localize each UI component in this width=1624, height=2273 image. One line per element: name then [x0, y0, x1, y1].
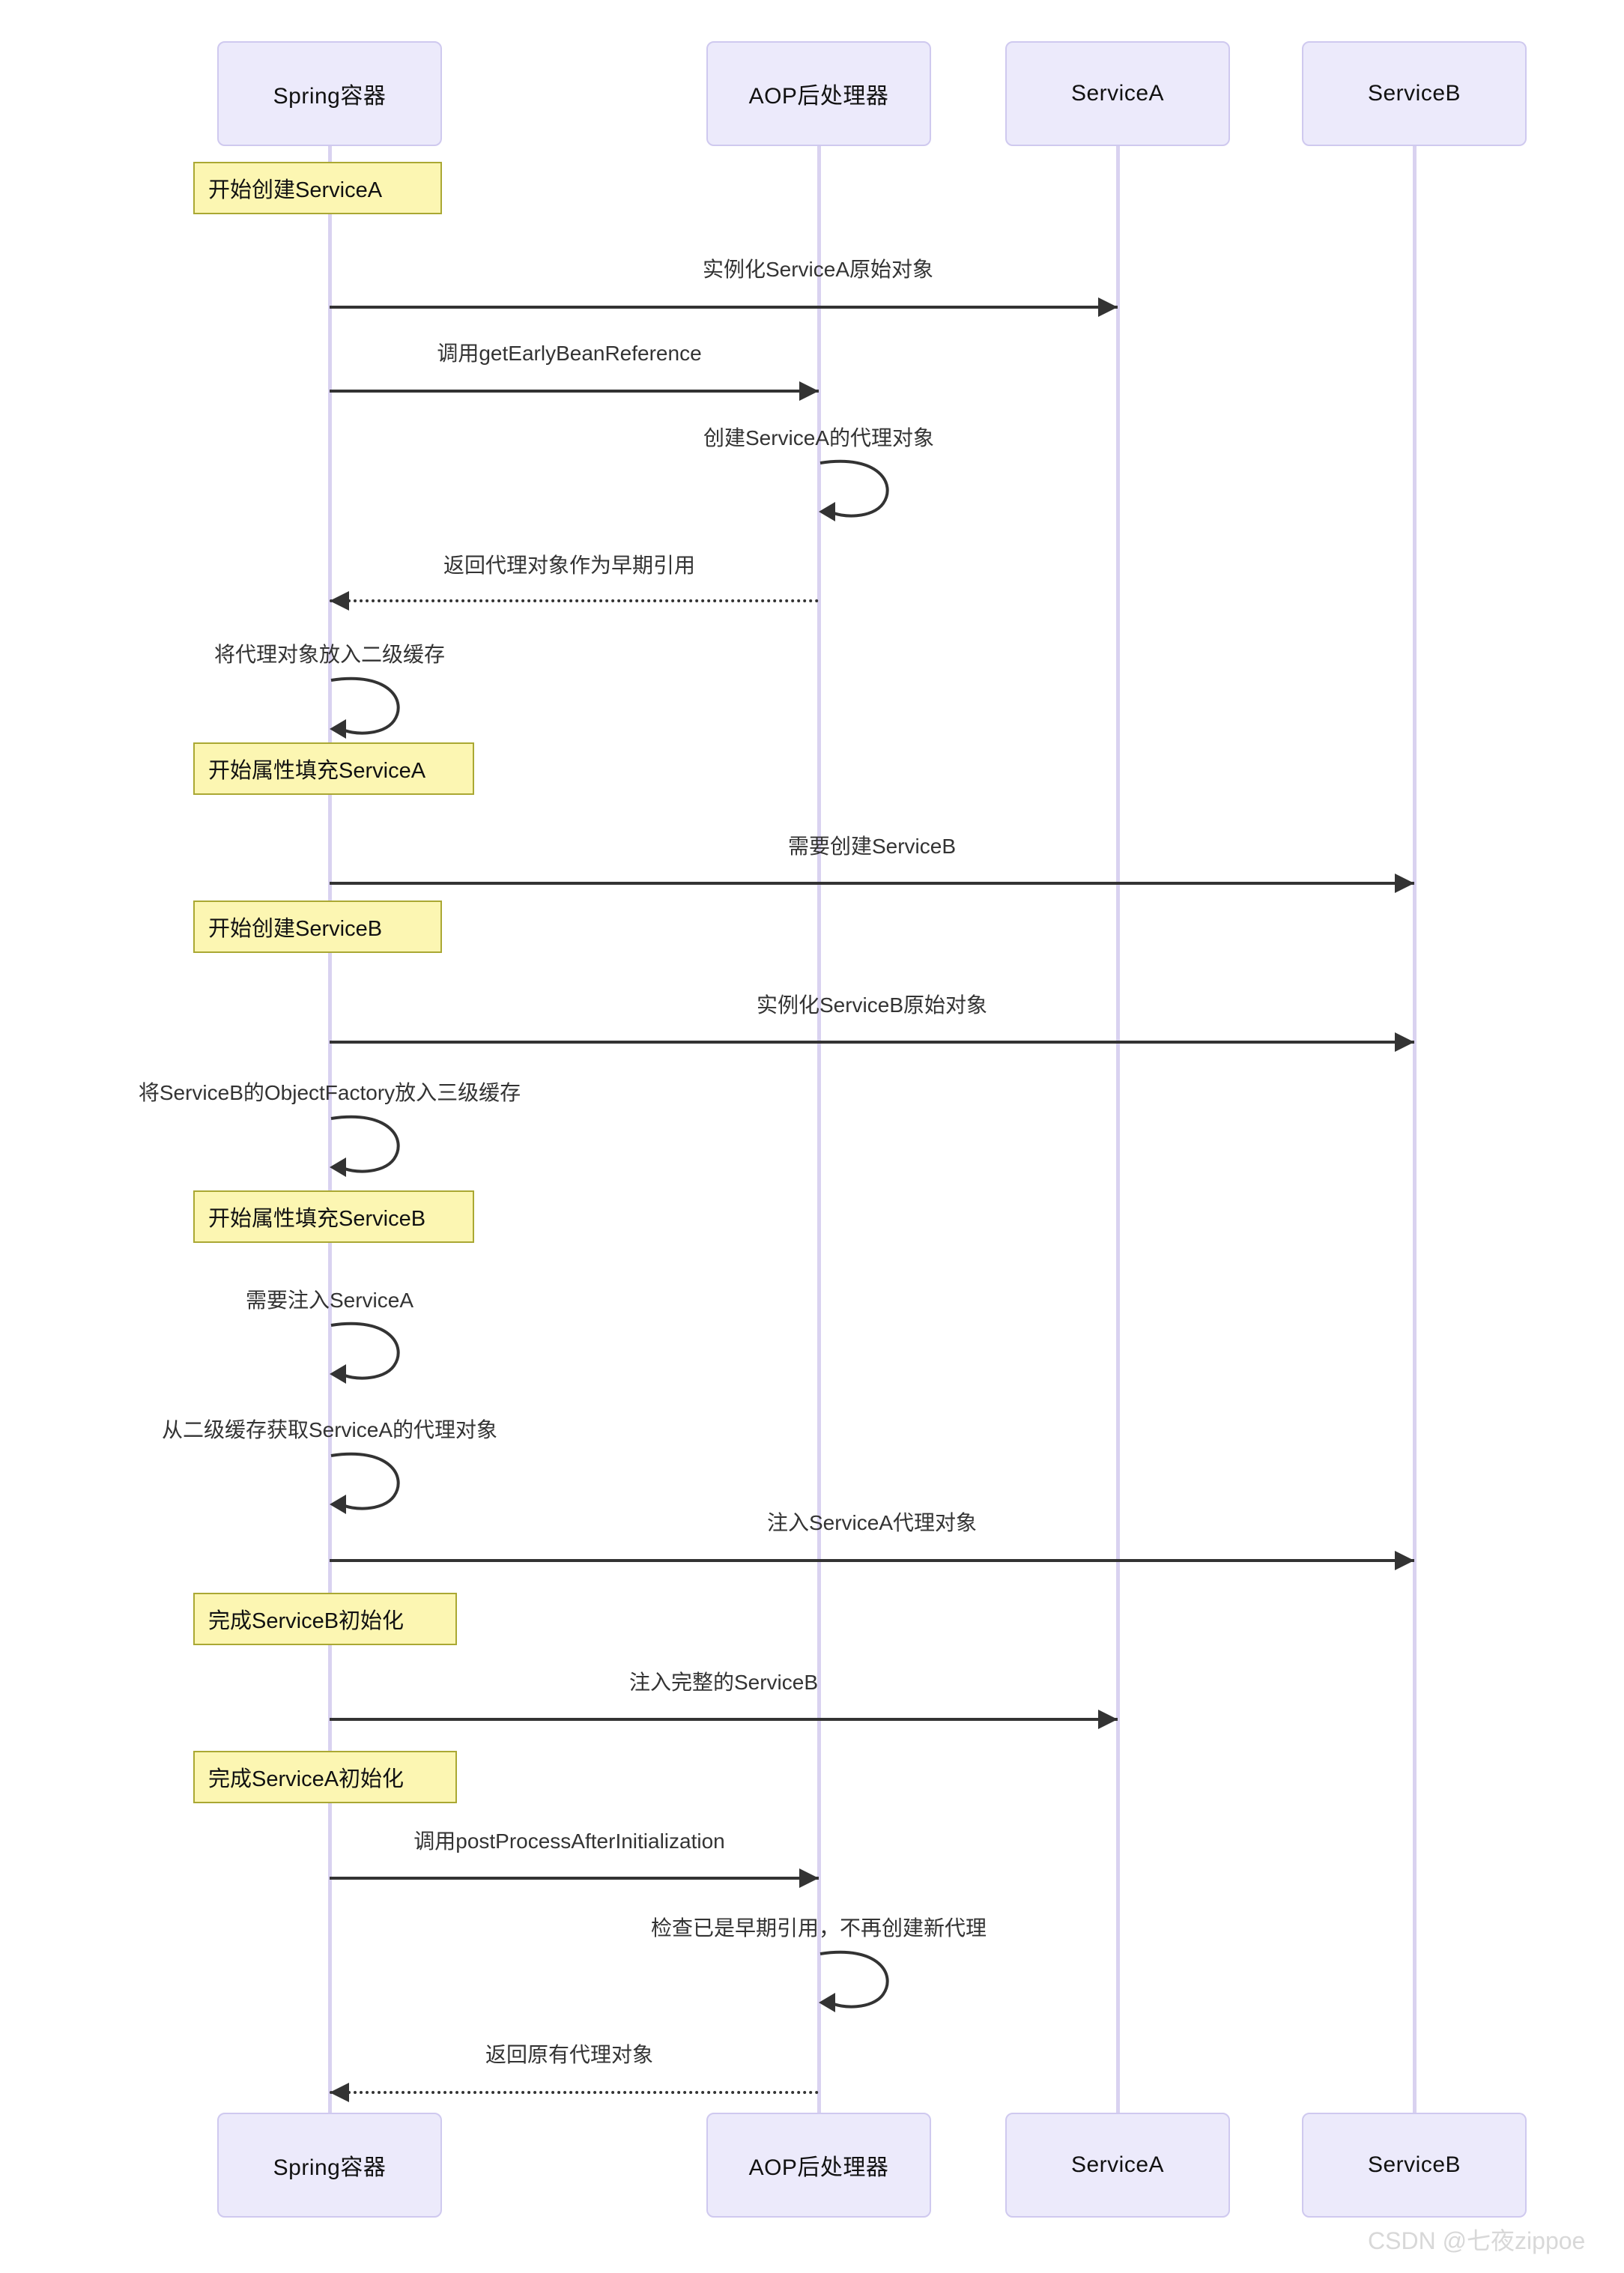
- message-label-m8: 将ServiceB的ObjectFactory放入三级缓存: [138, 1081, 521, 1104]
- message-line-m13: [330, 1877, 819, 1880]
- arrow-head-m6: [1395, 874, 1414, 893]
- note-n5[interactable]: 完成ServiceB初始化: [193, 1593, 457, 1645]
- message-label-m14: 检查已是早期引用，不再创建新代理: [650, 1916, 987, 1940]
- note-n2[interactable]: 开始属性填充ServiceA: [193, 742, 474, 795]
- lifeline-serviceb: [1413, 146, 1417, 2113]
- message-label-m13: 调用postProcessAfterInitialization: [413, 1829, 725, 1853]
- actor-bottom-spring[interactable]: Spring容器: [217, 2113, 442, 2218]
- actor-label: ServiceA: [1070, 81, 1165, 106]
- actor-label: Spring容器: [273, 84, 387, 109]
- message-label-m4: 返回代理对象作为早期引用: [443, 554, 696, 577]
- actor-bottom-servicea[interactable]: ServiceA: [1005, 2113, 1230, 2218]
- actor-label: Spring容器: [273, 2155, 387, 2180]
- actor-label: ServiceA: [1070, 2152, 1165, 2177]
- self-message-m3: [819, 458, 909, 526]
- message-label-m11: 注入ServiceA代理对象: [766, 1511, 978, 1534]
- message-label-m1: 实例化ServiceA原始对象: [702, 258, 934, 281]
- message-line-m7: [330, 1041, 1414, 1044]
- actor-label: AOP后处理器: [748, 2155, 889, 2180]
- actor-label: ServiceB: [1367, 81, 1461, 106]
- message-label-m10: 从二级缓存获取ServiceA的代理对象: [161, 1418, 498, 1441]
- actor-label: ServiceB: [1367, 2152, 1461, 2177]
- arrow-head-m11: [1395, 1551, 1414, 1570]
- message-label-m5: 将代理对象放入二级缓存: [213, 643, 446, 666]
- message-line-m15: [330, 2091, 819, 2094]
- note-n1[interactable]: 开始创建ServiceA: [193, 162, 442, 214]
- message-label-m7: 实例化ServiceB原始对象: [756, 993, 988, 1017]
- actor-bottom-serviceb[interactable]: ServiceB: [1302, 2113, 1527, 2218]
- note-text: 完成ServiceA初始化: [208, 1767, 405, 1791]
- arrow-head-m12: [1098, 1710, 1118, 1729]
- arrow-head-m1: [1098, 297, 1118, 317]
- message-label-m2: 调用getEarlyBeanReference: [437, 342, 702, 365]
- lifeline-aop: [817, 146, 821, 2113]
- self-message-m9: [330, 1321, 419, 1388]
- lifeline-spring: [328, 146, 332, 2113]
- arrow-head-m4: [330, 591, 349, 611]
- actor-top-serviceb[interactable]: ServiceB: [1302, 41, 1527, 146]
- arrow-head-m7: [1395, 1032, 1414, 1052]
- message-label-m6: 需要创建ServiceB: [787, 835, 957, 858]
- note-n6[interactable]: 完成ServiceA初始化: [193, 1751, 457, 1803]
- arrow-head-m15: [330, 2083, 349, 2102]
- lifeline-servicea: [1116, 146, 1120, 2113]
- message-label-m3: 创建ServiceA的代理对象: [703, 426, 935, 450]
- self-message-m8: [330, 1114, 419, 1181]
- actor-bottom-aop[interactable]: AOP后处理器: [706, 2113, 931, 2218]
- message-line-m6: [330, 882, 1414, 885]
- message-line-m4: [330, 599, 819, 602]
- note-text: 完成ServiceB初始化: [208, 1609, 405, 1633]
- note-n3[interactable]: 开始创建ServiceB: [193, 901, 442, 953]
- note-text: 开始属性填充ServiceB: [208, 1207, 426, 1231]
- note-text: 开始创建ServiceB: [208, 917, 383, 941]
- self-message-m5: [330, 676, 419, 743]
- actor-top-aop[interactable]: AOP后处理器: [706, 41, 931, 146]
- arrow-head-m2: [799, 381, 819, 401]
- note-text: 开始属性填充ServiceA: [208, 759, 426, 783]
- message-label-m12: 注入完整的ServiceB: [628, 1671, 819, 1694]
- message-line-m1: [330, 306, 1118, 309]
- actor-label: AOP后处理器: [748, 84, 889, 109]
- message-line-m2: [330, 390, 819, 393]
- actor-top-spring[interactable]: Spring容器: [217, 41, 442, 146]
- actor-top-servicea[interactable]: ServiceA: [1005, 41, 1230, 146]
- message-line-m11: [330, 1559, 1414, 1562]
- arrow-head-m13: [799, 1868, 819, 1888]
- note-text: 开始创建ServiceA: [208, 178, 383, 202]
- message-label-m9: 需要注入ServiceA: [245, 1289, 414, 1312]
- self-message-m10: [330, 1451, 419, 1519]
- note-n4[interactable]: 开始属性填充ServiceB: [193, 1190, 474, 1243]
- message-line-m12: [330, 1718, 1118, 1721]
- watermark: CSDN @七夜zippoe: [1368, 2227, 1586, 2254]
- self-message-m14: [819, 1949, 909, 2017]
- message-label-m15: 返回原有代理对象: [485, 2043, 654, 2066]
